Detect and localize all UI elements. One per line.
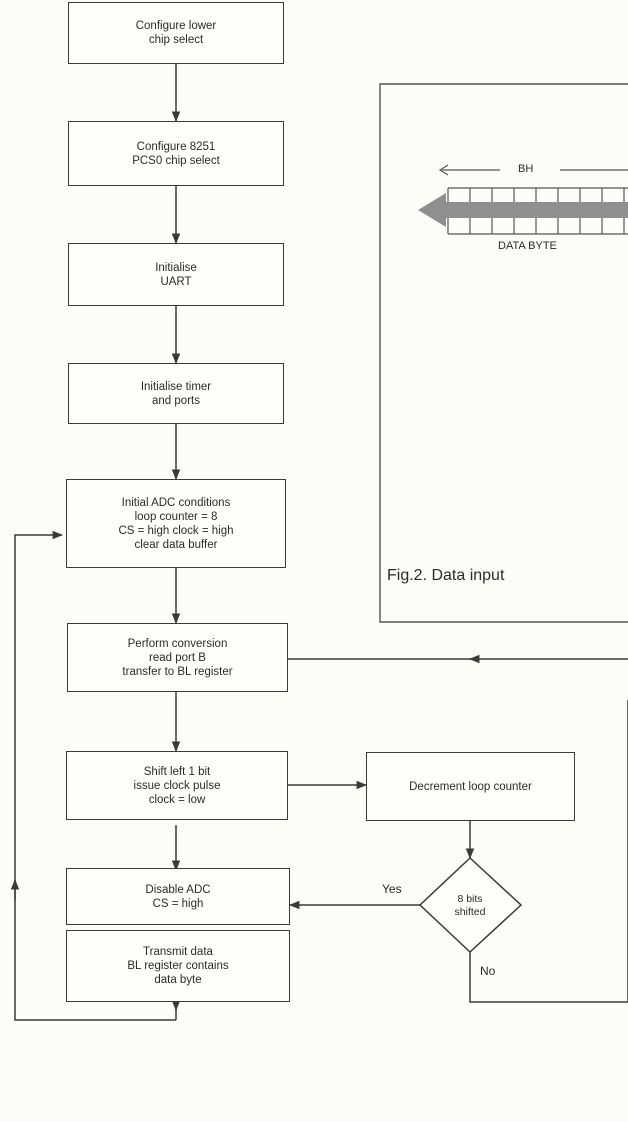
- transmit-data-line: BL register contains: [127, 960, 229, 972]
- decision-label: 8 bits shifted: [454, 893, 486, 918]
- shift-direction-arrow: [418, 193, 628, 227]
- configure-lower-chip-select-box: Configure lower chip select: [68, 2, 284, 64]
- figure-caption: Fig.2. Data input: [387, 567, 505, 584]
- transmit-data-line: Transmit data: [143, 946, 213, 958]
- connector-decision-no: [469, 952, 628, 1003]
- initialise-uart-box: Initialise UART: [68, 243, 284, 306]
- data-byte-label: DATA BYTE: [498, 240, 557, 252]
- bh-indicator: [438, 164, 628, 176]
- transmit-data-box: Transmit data BL register contains data by…: [66, 930, 290, 1002]
- decrement-loop-counter-box: Decrement loop counter: [366, 752, 575, 821]
- disable-adc-box: Disable ADC CS = high: [66, 868, 290, 925]
- initialise-timer-box: Initialise timer and ports: [68, 363, 284, 424]
- bh-label: BH: [518, 163, 534, 175]
- fig2-panel: [379, 83, 628, 623]
- configure-8251-box: Configure 8251 PCS0 chip select: [68, 121, 284, 186]
- initial-adc-conditions-box: Initial ADC conditions loop counter = 8 …: [66, 479, 286, 568]
- shift-left-box: Shift left 1 bit issue clock pulse clock…: [66, 751, 288, 820]
- decision-diamond: [418, 856, 523, 954]
- perform-conversion-box: Perform conversion read port B transfer …: [67, 623, 288, 692]
- yes-label: Yes: [382, 882, 402, 896]
- loop-return-line: [14, 530, 176, 1021]
- transmit-data-line: data byte: [154, 974, 202, 986]
- no-label: No: [480, 964, 496, 978]
